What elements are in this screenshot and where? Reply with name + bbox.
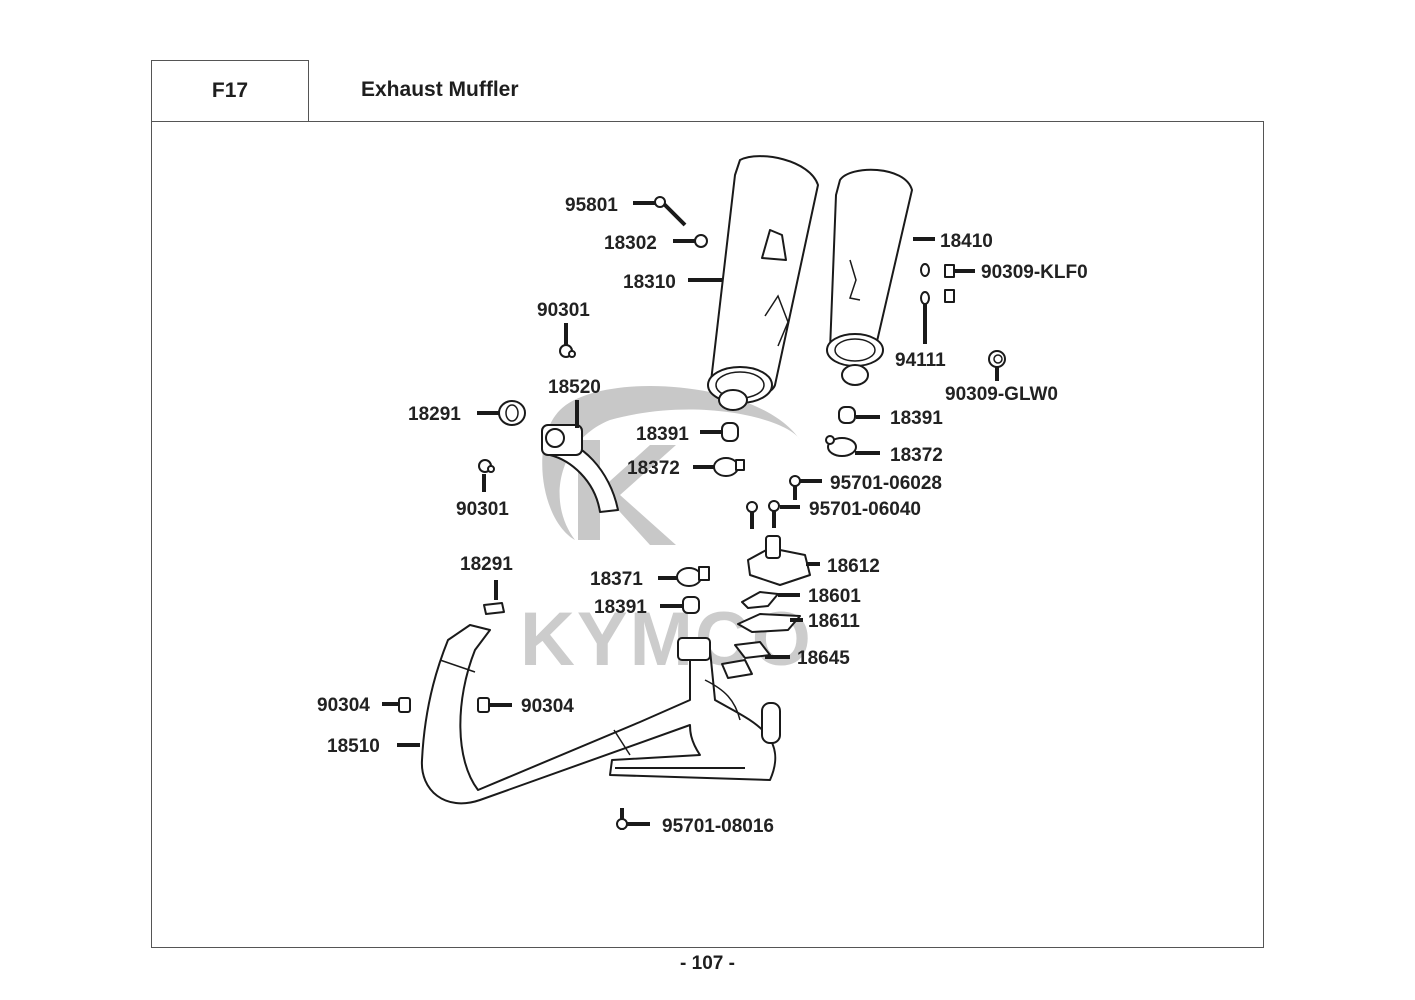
gasket-18291-upper-drawing xyxy=(498,400,526,426)
section-code: F17 xyxy=(151,60,309,121)
watermark-text: KYMCO xyxy=(520,597,813,682)
nut-90304-left-drawing xyxy=(398,697,411,713)
part-label: 94111 xyxy=(895,350,946,371)
gasket-18391-right-drawing xyxy=(838,406,856,424)
part-label: 18310 xyxy=(623,272,676,293)
bolt-95701-06028-drawing xyxy=(789,475,801,500)
part-label: 95701-06028 xyxy=(830,473,942,494)
part-label: 90301 xyxy=(537,300,590,321)
part-label: 90309-KLF0 xyxy=(981,262,1088,283)
part-label: 18612 xyxy=(827,556,880,577)
cover-18612-drawing xyxy=(747,535,811,586)
diagram-frame xyxy=(151,121,1264,948)
part-label: 18302 xyxy=(604,233,657,254)
section-code-text: F17 xyxy=(211,79,249,102)
washer-94111-drawing xyxy=(920,263,930,305)
part-label: 18510 xyxy=(327,736,380,757)
case-18611-drawing xyxy=(737,613,801,633)
part-label: 95701-06040 xyxy=(809,499,921,520)
kymco-watermark-logo: KYMCO xyxy=(520,386,813,682)
nut-90309-GLW0-drawing xyxy=(988,350,1006,368)
clamp-18372-left-drawing xyxy=(713,457,745,477)
muffler-left-drawing xyxy=(707,155,819,411)
part-label: 90304 xyxy=(317,695,370,716)
muffler-right-drawing xyxy=(826,168,913,386)
clamp-18372-right-drawing xyxy=(825,435,857,457)
part-label: 18391 xyxy=(594,597,647,618)
exhaust-pipe-18510-drawing xyxy=(420,624,781,805)
part-labels: 95801 18302 18310 18410 90309-KLF0 94111… xyxy=(317,195,1088,837)
part-label: 18645 xyxy=(797,648,850,669)
gasket-18391-left-drawing xyxy=(721,422,739,442)
part-label: 18391 xyxy=(636,424,689,445)
part-label: 18601 xyxy=(808,586,861,607)
part-label: 18372 xyxy=(627,458,680,479)
part-label: 90304 xyxy=(521,696,574,717)
nut-90301-lower-drawing xyxy=(478,459,495,473)
section-title: Exhaust Muffler xyxy=(361,78,519,101)
collar-18302-drawing xyxy=(694,234,708,248)
clamp-18371-drawing xyxy=(676,566,710,587)
part-label: 18611 xyxy=(808,611,860,632)
part-label: 95701-08016 xyxy=(662,816,774,837)
part-label: 18291 xyxy=(460,554,513,575)
part-label: 18410 xyxy=(940,231,993,252)
part-label: 18391 xyxy=(890,408,943,429)
part-label: 18291 xyxy=(408,404,461,425)
bolts-95701-06040-drawing xyxy=(746,500,780,529)
bolt-95701-08016-drawing xyxy=(616,808,628,830)
nut-90304-right-drawing xyxy=(477,697,490,713)
nut-90309-KLF0-drawing xyxy=(944,264,955,303)
gasket-18291-lower-drawing xyxy=(483,602,505,615)
part-label: 18520 xyxy=(548,377,601,398)
plate-18601-drawing xyxy=(741,591,779,609)
bolt-95801-drawing xyxy=(654,196,687,227)
part-label: 95801 xyxy=(565,195,618,216)
part-label: 90301 xyxy=(456,499,509,520)
page-number: - 107 - xyxy=(680,953,735,974)
part-label: 18371 xyxy=(590,569,643,590)
gasket-18391-lower-drawing xyxy=(682,596,700,614)
nut-90301-upper-drawing xyxy=(559,344,576,358)
joint-18520-drawing xyxy=(541,424,619,513)
part-label: 18372 xyxy=(890,445,943,466)
leader-lines xyxy=(382,201,999,826)
part-label: 90309-GLW0 xyxy=(945,384,1058,405)
